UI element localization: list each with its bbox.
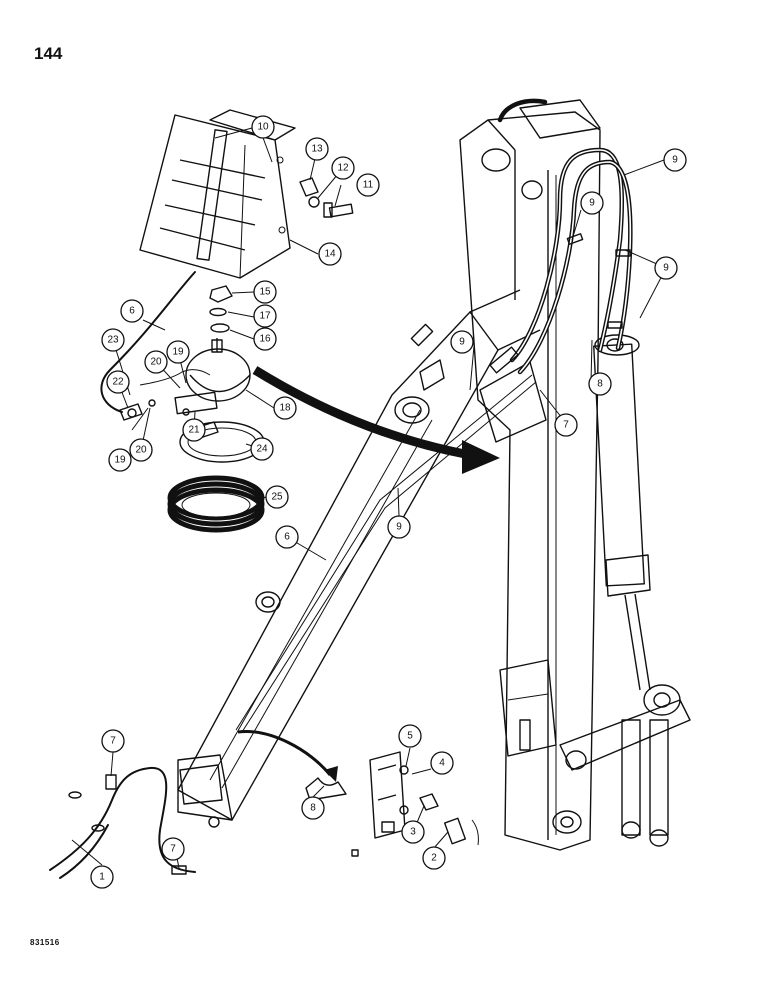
callout-25: 25 [265,485,289,509]
callout-19b: 19 [108,448,132,472]
wire-harness-6 [235,374,537,733]
callout-17: 17 [253,304,277,328]
callout-7c: 7 [554,413,578,437]
callout-6b: 6 [275,525,299,549]
callout-21: 21 [182,418,206,442]
svg-text:25: 25 [271,492,283,503]
callout-23: 23 [101,328,125,352]
svg-text:14: 14 [324,249,336,260]
callout-12: 12 [331,156,355,180]
svg-text:6: 6 [284,532,290,543]
callout-8b: 8 [588,372,612,396]
svg-text:3: 3 [410,827,416,838]
dipper-boom [177,289,547,828]
callout-16: 16 [253,327,277,351]
lamp-switch [119,369,218,421]
hydraulic-hoses [410,98,633,375]
svg-text:11: 11 [363,180,374,191]
lamp-wire [100,271,196,413]
figure-id: 831516 [30,938,60,947]
main-boom [459,99,601,851]
guard-bolt-set [299,177,354,218]
callout-8a: 8 [301,796,325,820]
svg-text:7: 7 [110,736,116,747]
callout-14: 14 [318,242,342,266]
callout-20b: 20 [129,438,153,462]
svg-text:5: 5 [407,731,413,742]
svg-text:7: 7 [563,420,569,431]
callout-7b: 7 [161,837,185,861]
callout-3: 3 [401,820,425,844]
work-lamp [185,338,251,402]
svg-text:6: 6 [129,306,135,317]
svg-text:21: 21 [188,425,200,436]
svg-text:9: 9 [396,522,402,533]
callout-9d: 9 [663,148,687,172]
svg-text:22: 22 [112,377,124,388]
svg-text:13: 13 [311,144,323,155]
callout-24: 24 [250,437,274,461]
leader-lines [71,127,667,869]
lamp-guard [139,109,296,279]
svg-text:9: 9 [459,337,465,348]
svg-text:24: 24 [256,444,268,455]
svg-text:12: 12 [337,163,349,174]
detail-arrow [237,730,338,782]
page-number: 144 [34,44,63,63]
wire-coil [167,475,265,533]
callout-6a: 6 [120,299,144,323]
callout-22: 22 [106,370,130,394]
callout-13: 13 [305,137,329,161]
location-arrow [252,366,500,474]
svg-text:9: 9 [589,198,595,209]
callout-4: 4 [430,751,454,775]
callout-15: 15 [253,280,277,304]
callout-9b: 9 [387,515,411,539]
lower-wire-harness [49,766,196,879]
svg-text:8: 8 [310,803,316,814]
svg-text:7: 7 [170,844,176,855]
callout-18: 18 [273,396,297,420]
svg-text:16: 16 [259,334,271,345]
svg-text:4: 4 [439,758,445,769]
callout-5: 5 [398,724,422,748]
clamp-8 [305,777,347,801]
callout-1: 1 [90,865,114,889]
callout-10: 10 [251,115,275,139]
callout-20a: 20 [144,350,168,374]
callout-7a: 7 [101,729,125,753]
svg-text:8: 8 [597,379,603,390]
callout-9c: 9 [580,191,604,215]
svg-text:17: 17 [259,311,271,322]
svg-text:9: 9 [672,155,678,166]
callout-9e: 9 [654,256,678,280]
callout-2: 2 [422,846,446,870]
svg-text:1: 1 [99,872,105,883]
svg-text:20: 20 [135,445,147,456]
svg-text:19: 19 [172,347,184,358]
svg-text:2: 2 [431,853,437,864]
svg-text:19: 19 [114,455,126,466]
svg-text:18: 18 [279,403,291,414]
callout-19a: 19 [166,340,190,364]
svg-text:20: 20 [150,357,162,368]
callout-11: 11 [356,173,380,197]
callout-9a: 9 [450,330,474,354]
svg-text:10: 10 [257,122,269,133]
lamp-fasteners [209,285,233,333]
svg-text:23: 23 [107,335,119,346]
boom-cylinder [559,334,691,847]
svg-text:15: 15 [259,287,271,298]
svg-text:9: 9 [663,263,669,274]
